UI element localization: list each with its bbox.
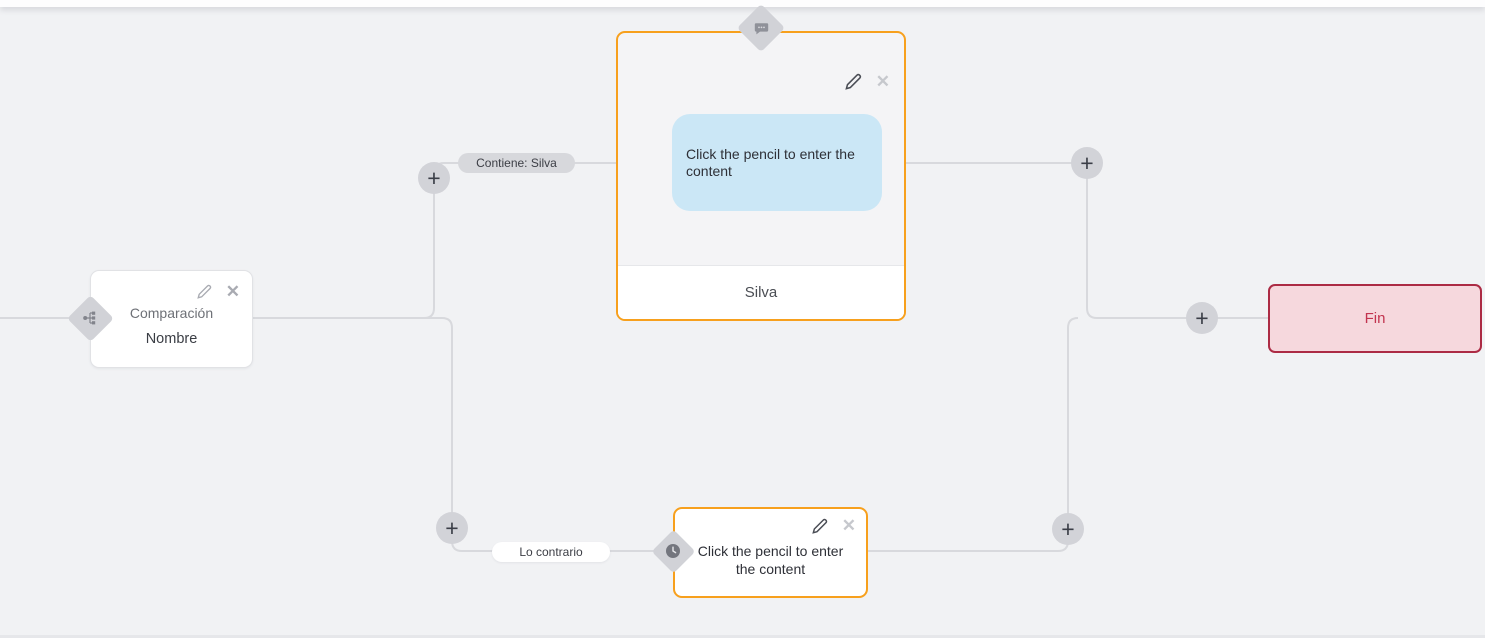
node-delay[interactable]: ✕ Click the pencil to enter the content [673, 507, 868, 598]
edit-pencil-icon[interactable] [197, 284, 212, 299]
edge-delay-to-end [868, 317, 1079, 552]
edge-condition-false [253, 317, 673, 552]
delay-placeholder: Click the pencil to enter the content [697, 543, 844, 577]
add-node-button-false-branch[interactable]: + [436, 512, 468, 544]
edit-pencil-icon[interactable] [845, 73, 862, 90]
edge-label-otherwise[interactable]: Lo contrario [492, 542, 610, 562]
edge-label-contains[interactable]: Contiene: Silva [458, 153, 575, 173]
node-end[interactable]: Fin [1268, 284, 1482, 353]
message-handle[interactable] [736, 3, 786, 53]
close-icon[interactable]: ✕ [875, 72, 890, 91]
bottom-edge [0, 635, 1485, 638]
message-footer-label: Silva [618, 265, 904, 319]
node-message[interactable]: ✕ Click the pencil to enter the content … [616, 31, 906, 321]
message-bubble: Click the pencil to enter the content [672, 114, 882, 211]
delay-handle[interactable] [651, 529, 695, 573]
edge-message-to-end [906, 162, 1268, 319]
node-comparison[interactable]: ✕ Comparación Nombre [90, 270, 253, 368]
comparison-handle[interactable] [66, 294, 114, 342]
comparison-title: Comparación [129, 305, 214, 321]
speech-bubble-icon [753, 20, 770, 37]
comparison-variable: Nombre [145, 331, 198, 347]
top-toolbar-shadow [0, 0, 1485, 7]
add-node-button-after-message[interactable]: + [1071, 147, 1103, 179]
add-node-button-after-delay[interactable]: + [1052, 513, 1084, 545]
close-icon[interactable]: ✕ [841, 516, 856, 535]
add-node-button-true-branch[interactable]: + [418, 162, 450, 194]
sitemap-icon [82, 310, 98, 326]
clock-icon [664, 542, 682, 560]
edit-pencil-icon[interactable] [812, 518, 828, 534]
add-node-button-before-end[interactable]: + [1186, 302, 1218, 334]
close-icon[interactable]: ✕ [225, 282, 240, 301]
